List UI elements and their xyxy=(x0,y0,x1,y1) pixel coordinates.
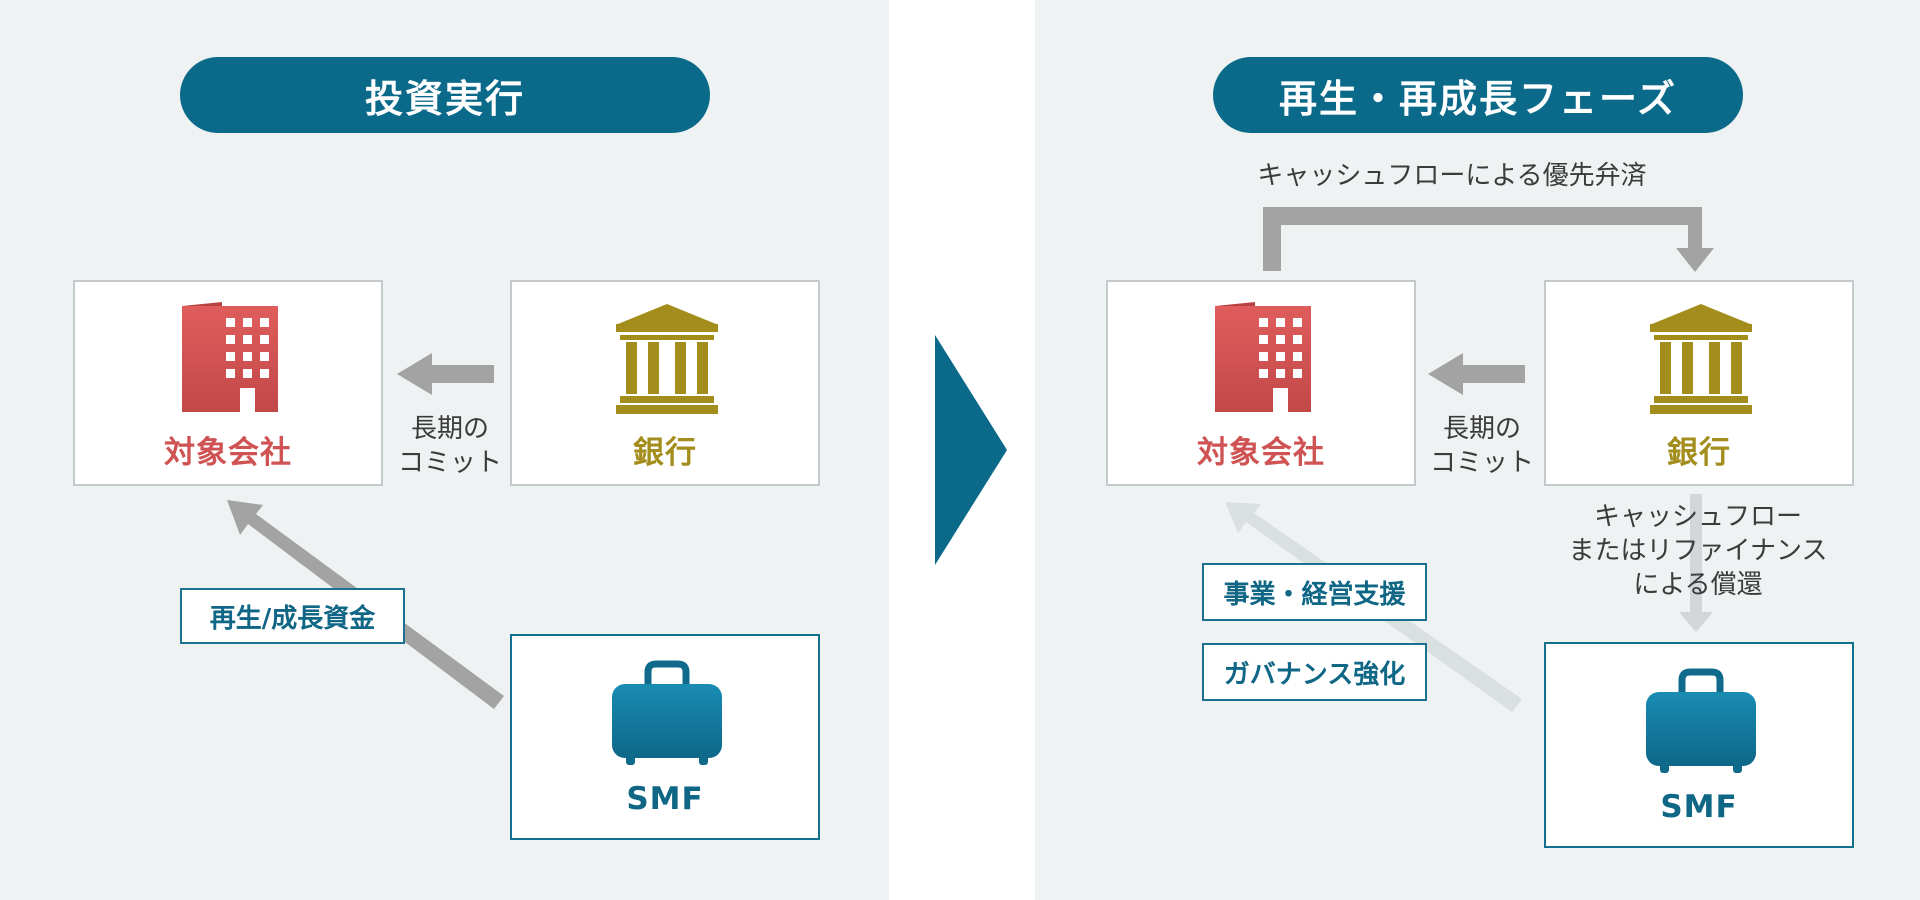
target-company-card: 対象会社 xyxy=(73,280,383,486)
smf-card: SMF xyxy=(510,634,820,840)
bank-columns-icon xyxy=(1650,304,1752,414)
company-label: 対象会社 xyxy=(164,435,292,471)
company-label: 対象会社 xyxy=(1197,435,1325,471)
repayment-arrow xyxy=(1679,494,1713,632)
smf-card: SMF xyxy=(1544,642,1854,848)
business-support-tag: 事業・経営支援 xyxy=(1202,563,1427,621)
commit-label: 長期の コミット xyxy=(397,414,502,478)
commit-arrow xyxy=(1428,353,1525,395)
office-building-icon xyxy=(182,302,278,412)
office-building-icon xyxy=(1215,302,1311,412)
priority-repayment-label: キャッシュフローによる優先弁済 xyxy=(1257,161,1647,191)
bank-columns-icon xyxy=(616,304,718,414)
governance-tag: ガバナンス強化 xyxy=(1202,643,1427,701)
commit-label: 長期の コミット xyxy=(1429,414,1534,478)
suitcase-icon xyxy=(1646,668,1756,773)
repayment-label: キャッシュフロー またはリファイナンス による償還 xyxy=(1568,502,1828,600)
suitcase-icon xyxy=(612,660,722,765)
bank-label: 銀行 xyxy=(633,435,697,471)
phase-title: 投資実行 xyxy=(180,57,710,133)
target-company-card: 対象会社 xyxy=(1106,280,1416,486)
bank-card: 銀行 xyxy=(510,280,820,486)
smf-label: SMF xyxy=(1660,789,1738,825)
smf-label: SMF xyxy=(626,781,704,817)
bank-card: 銀行 xyxy=(1544,280,1854,486)
recovery-phase-panel: 再生・再成長フェーズ キャッシュフローによる優先弁済 対象会社 xyxy=(1035,0,1920,900)
commit-arrow xyxy=(397,353,494,395)
funding-tag: 再生/成長資金 xyxy=(180,588,405,644)
phase-title: 再生・再成長フェーズ xyxy=(1213,57,1743,133)
investment-phase-panel: 投資実行 対象会社 銀 xyxy=(0,0,889,900)
chevron-right-icon xyxy=(935,335,1007,565)
bank-label: 銀行 xyxy=(1667,435,1731,471)
priority-repayment-arrow xyxy=(1263,207,1714,272)
